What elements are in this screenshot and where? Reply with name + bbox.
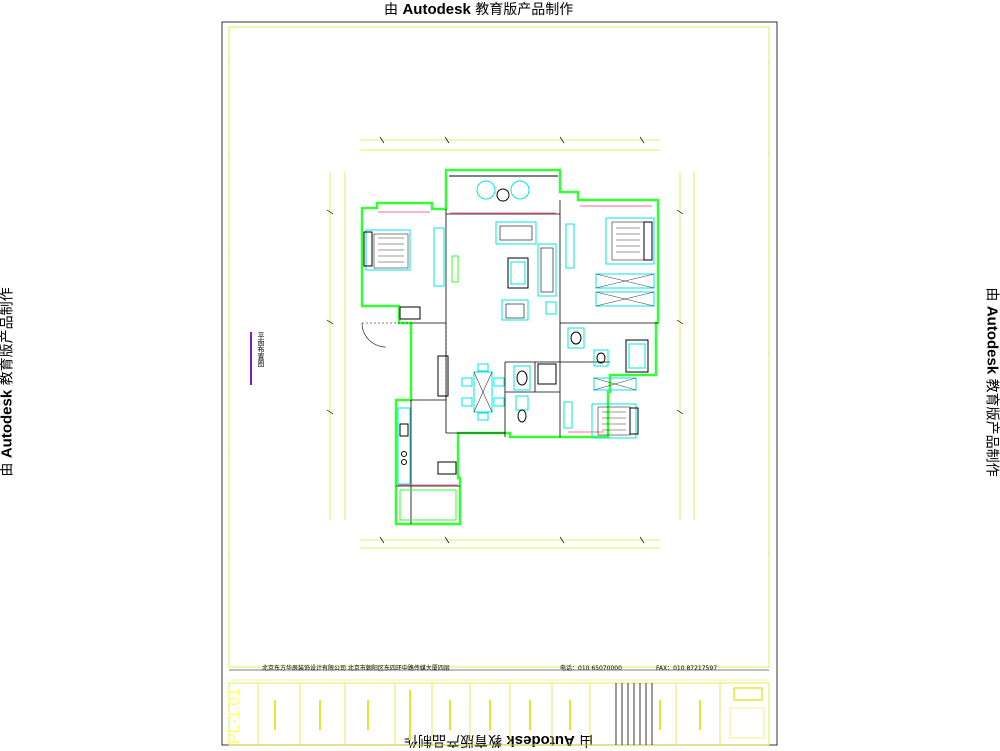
dining-area [461,363,505,421]
sheet-number: PL-1.01 [226,688,243,745]
title-block-marks [274,690,701,740]
bathroom-center [513,363,557,423]
dimension-lines [329,139,695,549]
interior-walls [396,200,658,524]
bedroom-right-top [565,217,655,307]
watermark-top: 由 Autodesk 教育版产品制作 [384,1,574,18]
phone-label: 电话：010 65070000 [560,665,622,672]
living-room [451,221,557,321]
dimension-ticks [326,136,684,544]
plan-title: 平面布置图 [257,332,265,367]
balcony [449,175,558,202]
kitchen [397,355,457,521]
title-block [228,682,770,746]
bathroom-right [567,327,649,391]
bedroom-right-bottom [563,401,639,439]
bedroom-left [361,227,445,348]
windows [378,205,652,486]
sheet-inner-border [228,26,770,668]
company-line: 北京东方华辰装饰设计有限公司 北京市朝阳区东四环中路传媒大厦四层 [262,665,450,672]
fax-label: FAX：010 87217597 [656,665,718,672]
company-logo [733,687,763,701]
walls [360,168,660,526]
sheet-ticks [228,60,770,556]
